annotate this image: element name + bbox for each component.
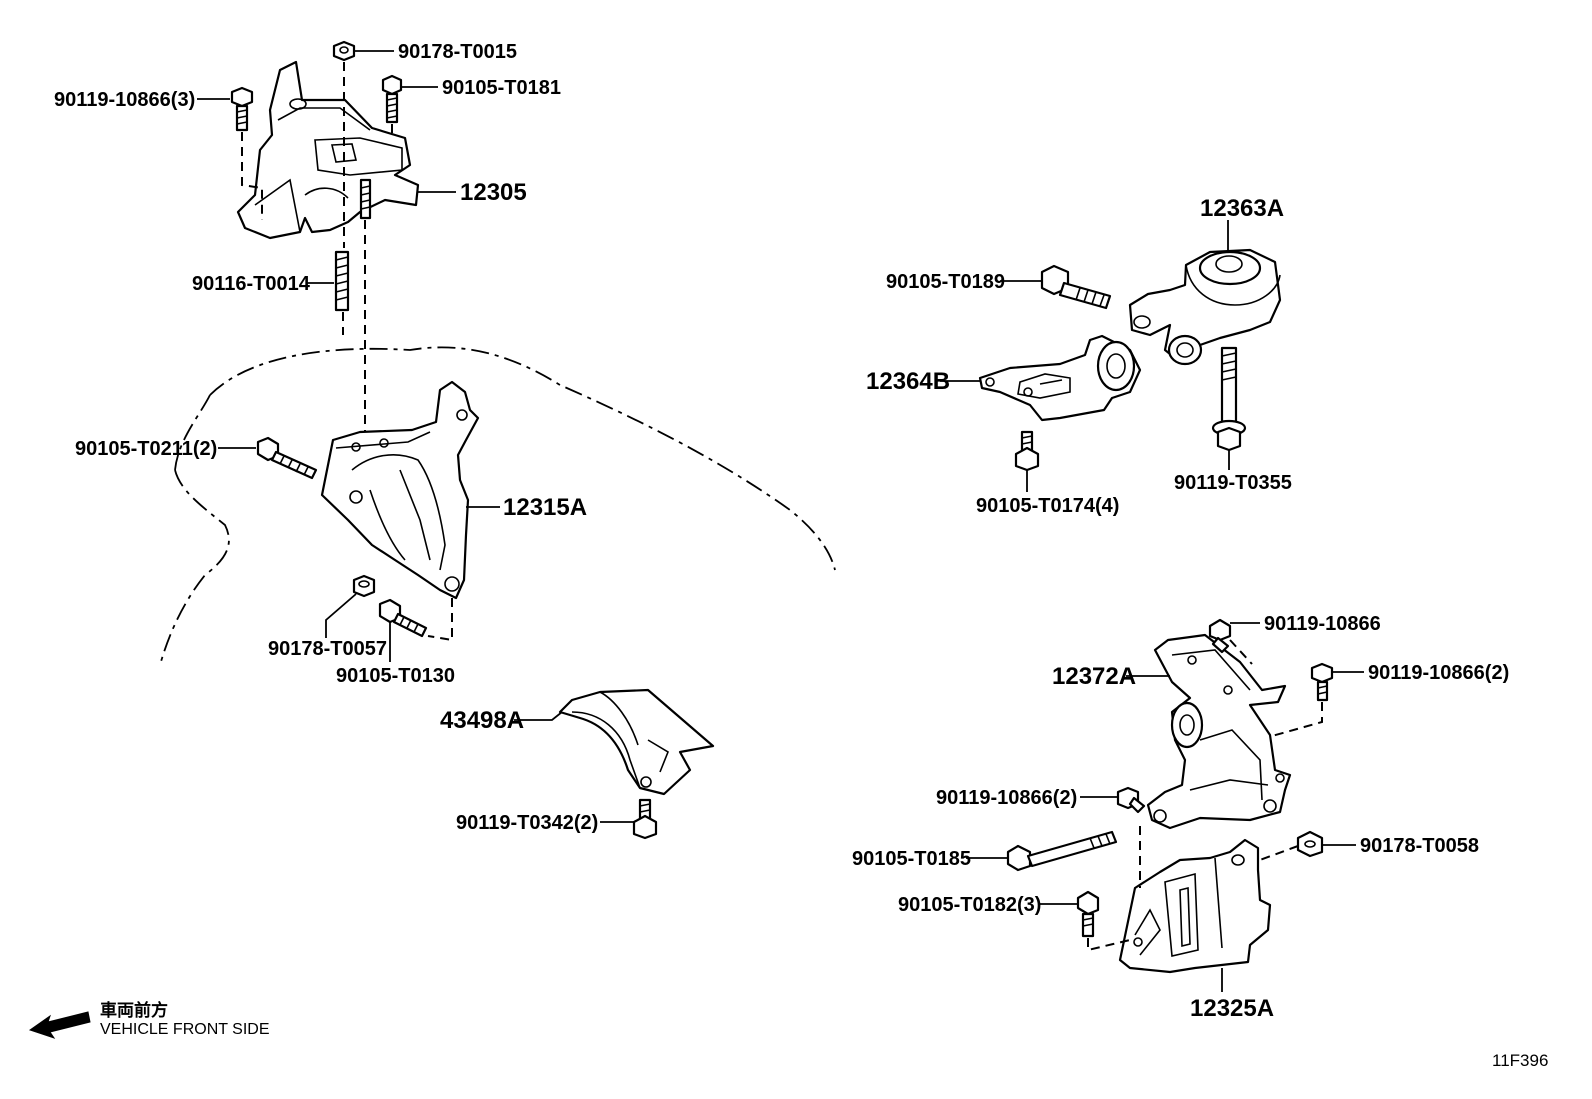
mount-12363A xyxy=(1128,248,1282,366)
label-90105-T0182-3: 90105-T0182(3) xyxy=(898,894,1041,916)
direction-label-jp: 車両前方 xyxy=(100,1000,168,1020)
bolt-90119-10866-2-left xyxy=(1116,786,1146,814)
bolt-90105-T0130 xyxy=(378,598,428,638)
bolt-90105-T0181 xyxy=(381,74,403,124)
label-90119-T0342-2: 90119-T0342(2) xyxy=(456,812,598,834)
engine-outline-lower xyxy=(159,469,230,666)
label-12372A: 12372A xyxy=(1052,663,1136,690)
label-90119-10866-2-left: 90119-10866(2) xyxy=(936,787,1077,809)
label-43498A: 43498A xyxy=(440,707,524,734)
label-12315A: 12315A xyxy=(503,494,587,521)
align-line-h xyxy=(1271,702,1323,737)
label-90178-T0057: 90178-T0057 xyxy=(268,638,387,660)
label-90119-10866-2-right: 90119-10866(2) xyxy=(1368,662,1509,684)
bolt-90105-T0189 xyxy=(1040,264,1112,310)
label-90105-T0174-4: 90105-T0174(4) xyxy=(976,495,1119,517)
bolt-90105-T0174 xyxy=(1014,430,1040,472)
vehicle-front-arrow: 車両前方 VEHICLE FRONT SIDE xyxy=(28,1000,270,1039)
bracket-12364B xyxy=(978,334,1142,422)
bolt-90119-T0342 xyxy=(632,798,658,840)
leader-lines xyxy=(197,50,1364,992)
label-12305: 12305 xyxy=(460,179,527,206)
align-line-a xyxy=(241,132,263,220)
bracket-12372A xyxy=(1146,633,1292,830)
bolt-90105-T0182 xyxy=(1076,890,1100,938)
bolt-90119-T0355 xyxy=(1211,346,1247,452)
arrow-left-icon xyxy=(28,1011,91,1039)
label-90105-T0181: 90105-T0181 xyxy=(442,77,561,99)
align-line-k xyxy=(1087,938,1131,952)
bolt-90119-10866-top xyxy=(230,86,254,132)
label-12325A: 12325A xyxy=(1190,995,1274,1022)
nut-90178-T0057 xyxy=(352,574,376,598)
bolt-90105-T0185 xyxy=(1006,830,1118,872)
align-line-g xyxy=(1229,639,1253,665)
label-90105-T0189: 90105-T0189 xyxy=(886,271,1005,293)
bracket-12315A xyxy=(320,380,480,600)
label-90105-T0185: 90105-T0185 xyxy=(852,848,971,870)
diagram-code: 11F396 xyxy=(1492,1051,1548,1070)
label-90105-T0130: 90105-T0130 xyxy=(336,665,455,687)
bolt-90119-10866-2-right xyxy=(1310,662,1334,702)
label-90178-T0015: 90178-T0015 xyxy=(398,41,517,63)
bolt-90119-10866-front xyxy=(1208,618,1232,654)
engine-outline xyxy=(209,346,836,571)
label-12364B: 12364B xyxy=(866,368,950,395)
bolt-90105-T0211 xyxy=(256,436,318,480)
label-90119-10866-3: 90119-10866(3) xyxy=(54,89,195,111)
align-line-f xyxy=(427,598,453,642)
label-90116-T0014: 90116-T0014 xyxy=(192,273,311,295)
label-90119-10866: 90119-10866 xyxy=(1264,613,1381,635)
nut-90178-T0058 xyxy=(1296,830,1324,858)
nut-90178-T0015 xyxy=(332,40,356,62)
bracket-12325A xyxy=(1118,838,1272,974)
label-90105-T0211-2: 90105-T0211(2) xyxy=(75,438,217,460)
shield-43498A xyxy=(558,688,715,796)
label-12363A: 12363A xyxy=(1200,195,1284,222)
stud-90116-T0014 xyxy=(334,250,350,312)
direction-label-en: VEHICLE FRONT SIDE xyxy=(100,1021,270,1038)
label-90178-T0058: 90178-T0058 xyxy=(1360,835,1479,857)
label-90119-T0355: 90119-T0355 xyxy=(1174,472,1292,494)
align-line-j xyxy=(1259,845,1299,861)
stud-12305 xyxy=(359,178,372,220)
engine-outline-left xyxy=(174,394,211,471)
